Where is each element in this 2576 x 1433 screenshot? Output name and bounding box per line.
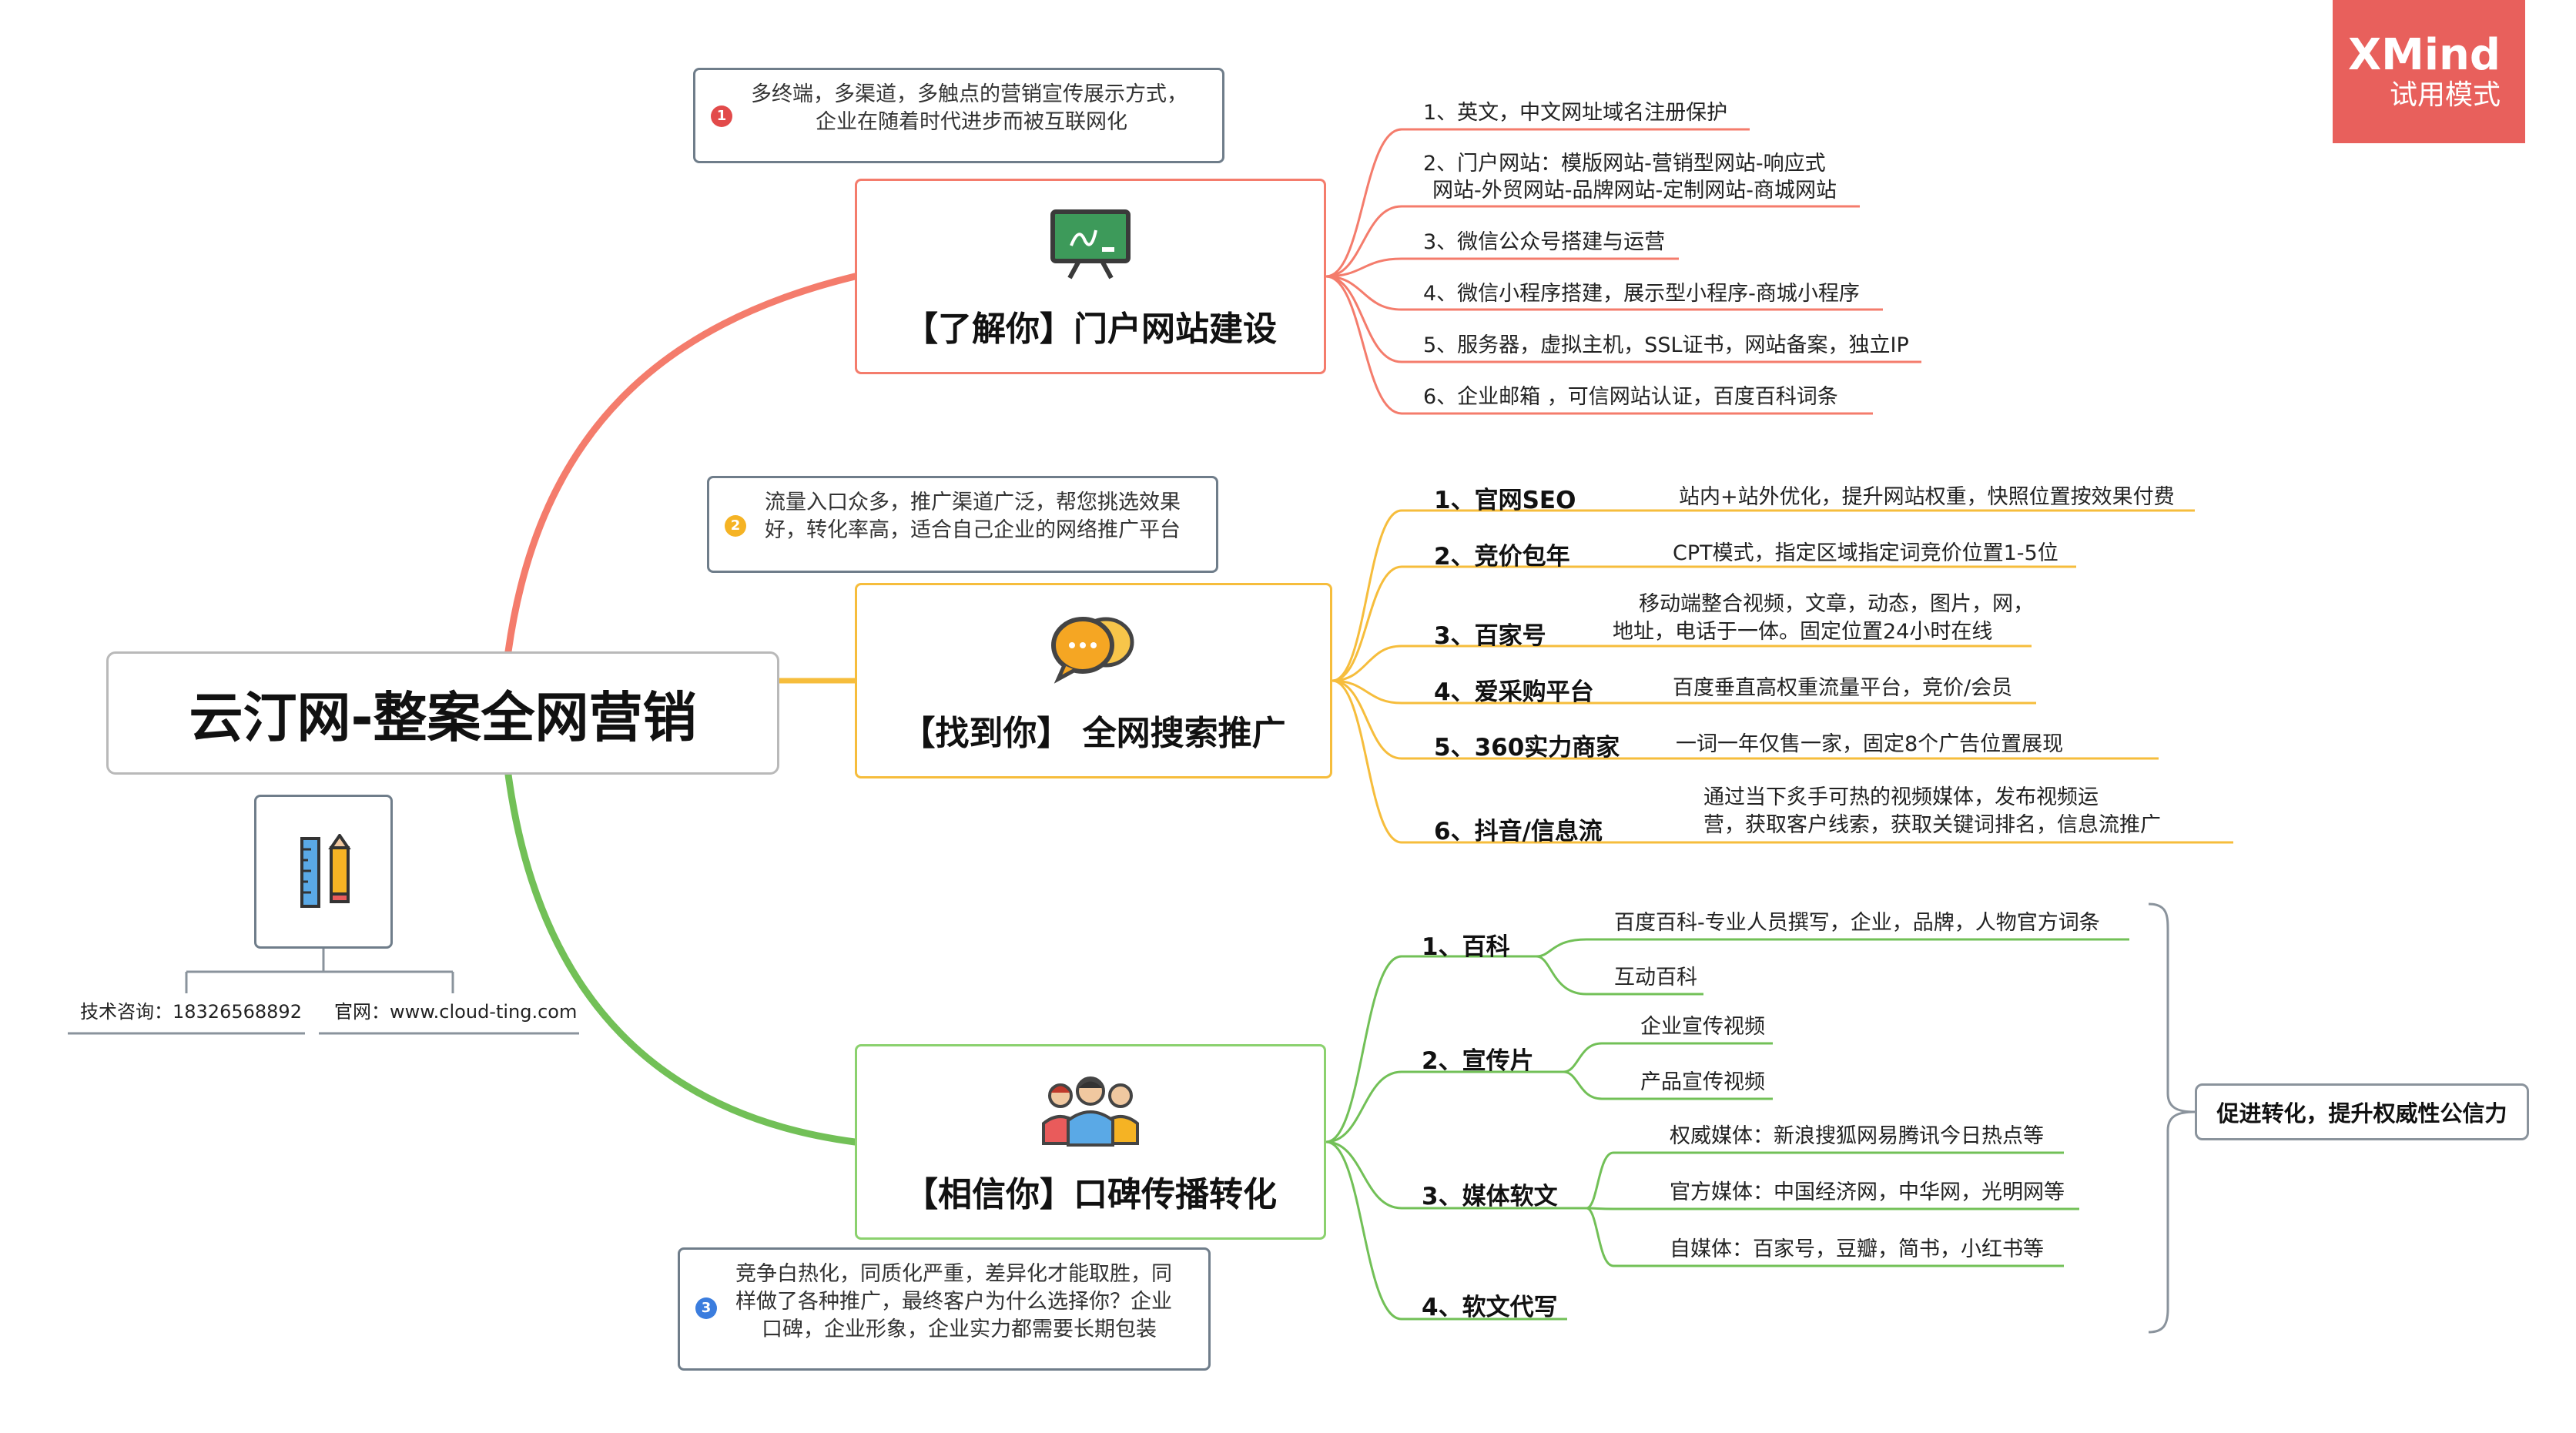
subtopic-ghostwriting[interactable]: 4、软文代写 xyxy=(1422,1294,1558,1321)
note-2[interactable]: 2 流量入口众多，推广渠道广泛，帮您挑选效果 好，转化率高，适合自己企业的网络推… xyxy=(707,476,1218,573)
branch3-leaf-lines xyxy=(1325,938,2129,1321)
subtopic-desc: 一词一年仅售一家，固定8个广告位置展现 xyxy=(1676,732,2064,756)
note-1-line: 多终端，多渠道，多触点的营销宣传展示方式， xyxy=(751,82,1188,106)
root-topic[interactable]: 云汀网-整案全网营销 xyxy=(106,651,779,775)
note-badge-2: 2 xyxy=(725,515,746,537)
subtopic-bidding[interactable]: 2、竞价包年 xyxy=(1434,543,1570,571)
subtopic-media-articles[interactable]: 3、媒体软文 xyxy=(1422,1183,1558,1210)
subtopic-seo[interactable]: 1、官网SEO xyxy=(1434,487,1576,514)
topic-search-promotion[interactable]: 【找到你】 全网搜索推广 xyxy=(855,583,1332,778)
subtopic-desc: 地址，电话于一体。固定位置24小时在线 xyxy=(1613,620,1993,644)
subtopic-360[interactable]: 5、360实力商家 xyxy=(1434,734,1620,762)
branch2-leaf-lines xyxy=(1332,509,2233,844)
subtopic-promo-video[interactable]: 2、宣传片 xyxy=(1422,1047,1534,1075)
note-badge-3: 3 xyxy=(695,1297,717,1319)
leaf-item[interactable]: 3、微信公众号搭建与运营 xyxy=(1423,230,1666,254)
note-3-line: 样做了各种推广，最终客户为什么选择你？企业 xyxy=(735,1290,1172,1314)
contact-topic[interactable] xyxy=(254,795,393,949)
people-group-icon xyxy=(1040,1073,1141,1155)
child-item[interactable]: 互动百科 xyxy=(1614,966,1697,989)
leaf-item[interactable]: 5、服务器，虚拟主机，SSL证书，网站备案，独立IP xyxy=(1423,333,1909,357)
subtopic-douyin[interactable]: 6、抖音/信息流 xyxy=(1434,818,1603,845)
note-2-line: 流量入口众多，推广渠道广泛，帮您挑选效果 xyxy=(765,491,1181,514)
subtopic-desc: 营，获取客户线索，获取关键词排名，信息流推广 xyxy=(1703,813,2161,837)
summary-text: 促进转化，提升权威性公信力 xyxy=(2216,1100,2507,1127)
note-3[interactable]: 3 竞争白热化，同质化严重，差异化才能取胜，同 样做了各种推广，最终客户为什么选… xyxy=(678,1247,1211,1371)
note-1[interactable]: 1 多终端，多渠道，多触点的营销宣传展示方式， 企业在随着时代进步而被互联网化 xyxy=(693,68,1224,163)
chalkboard-icon xyxy=(1048,207,1133,290)
subtopic-desc: 通过当下炙手可热的视频媒体，发布视频运 xyxy=(1703,785,2099,809)
note-2-line: 好，转化率高，适合自己企业的网络推广平台 xyxy=(765,518,1181,542)
summary-box[interactable]: 促进转化，提升权威性公信力 xyxy=(2195,1083,2529,1140)
root-title: 云汀网-整案全网营销 xyxy=(189,685,697,749)
topic-title: 【找到你】 全网搜索推广 xyxy=(901,714,1286,753)
branch-line-3 xyxy=(504,771,859,1146)
child-item[interactable]: 百度百科-专业人员撰写，企业，品牌，人物官方词条 xyxy=(1614,911,2100,935)
child-item[interactable]: 产品宣传视频 xyxy=(1640,1070,1765,1094)
subtopic-desc: 站内+站外优化，提升网站权重，快照位置按效果付费 xyxy=(1679,485,2175,509)
child-item[interactable]: 权威媒体：新浪搜狐网易腾讯今日热点等 xyxy=(1670,1124,2044,1148)
contact-website[interactable]: 官网：www.cloud-ting.com xyxy=(334,1001,578,1023)
topic-word-of-mouth[interactable]: 【相信你】口碑传播转化 xyxy=(855,1044,1326,1240)
subtopic-desc: 移动端整合视频，文章，动态，图片，网， xyxy=(1639,592,2034,616)
leaf-item[interactable]: 网站-外贸网站-品牌网站-定制网站-商城网站 xyxy=(1432,179,1837,203)
child-item[interactable]: 企业宣传视频 xyxy=(1640,1015,1765,1039)
leaf-item[interactable]: 4、微信小程序搭建，展示型小程序-商城小程序 xyxy=(1423,282,1860,306)
leaf-item[interactable]: 6、企业邮箱 ，可信网站认证，百度百科词条 xyxy=(1423,385,1838,409)
leaf-item[interactable]: 2、门户网站：模版网站-营销型网站-响应式 xyxy=(1423,152,1826,176)
subtopic-baijiahao[interactable]: 3、百家号 xyxy=(1434,622,1546,650)
summary-brace xyxy=(2148,902,2196,1334)
subtopic-desc: CPT模式，指定区域指定词竞价位置1-5位 xyxy=(1673,541,2058,565)
chat-bubbles-icon xyxy=(1047,611,1140,694)
ruler-pencil-icon xyxy=(285,832,362,914)
child-item[interactable]: 官方媒体：中国经济网，中华网，光明网等 xyxy=(1670,1180,2065,1204)
topic-title: 【相信你】口碑传播转化 xyxy=(904,1175,1277,1214)
note-1-line: 企业在随着时代进步而被互联网化 xyxy=(816,110,1127,134)
trial-mode-badge[interactable]: XMind 试用模式 xyxy=(2333,0,2525,143)
branch-line-1 xyxy=(504,273,859,655)
note-3-line: 口碑，企业形象，企业实力都需要长期包装 xyxy=(762,1317,1157,1341)
xmind-logo-text: XMind xyxy=(2347,30,2501,80)
subtopic-aicaigou[interactable]: 4、爱采购平台 xyxy=(1434,678,1594,706)
branch1-leaf-lines xyxy=(1325,128,1921,415)
topic-website-building[interactable]: 【了解你】门户网站建设 xyxy=(855,179,1326,374)
subtopic-baike[interactable]: 1、百科 xyxy=(1422,933,1510,961)
contact-lines xyxy=(68,949,579,1035)
note-badge-1: 1 xyxy=(711,105,732,127)
contact-phone: 技术咨询：18326568892 xyxy=(80,1001,302,1023)
trial-mode-text: 试用模式 xyxy=(2389,79,2501,111)
child-item[interactable]: 自媒体：百家号，豆瓣，简书，小红书等 xyxy=(1670,1237,2044,1261)
note-3-line: 竞争白热化，同质化严重，差异化才能取胜，同 xyxy=(735,1262,1172,1286)
topic-title: 【了解你】门户网站建设 xyxy=(904,310,1277,349)
leaf-item[interactable]: 1、英文，中文网址域名注册保护 xyxy=(1423,101,1728,125)
subtopic-desc: 百度垂直高权重流量平台，竞价/会员 xyxy=(1673,676,2013,700)
